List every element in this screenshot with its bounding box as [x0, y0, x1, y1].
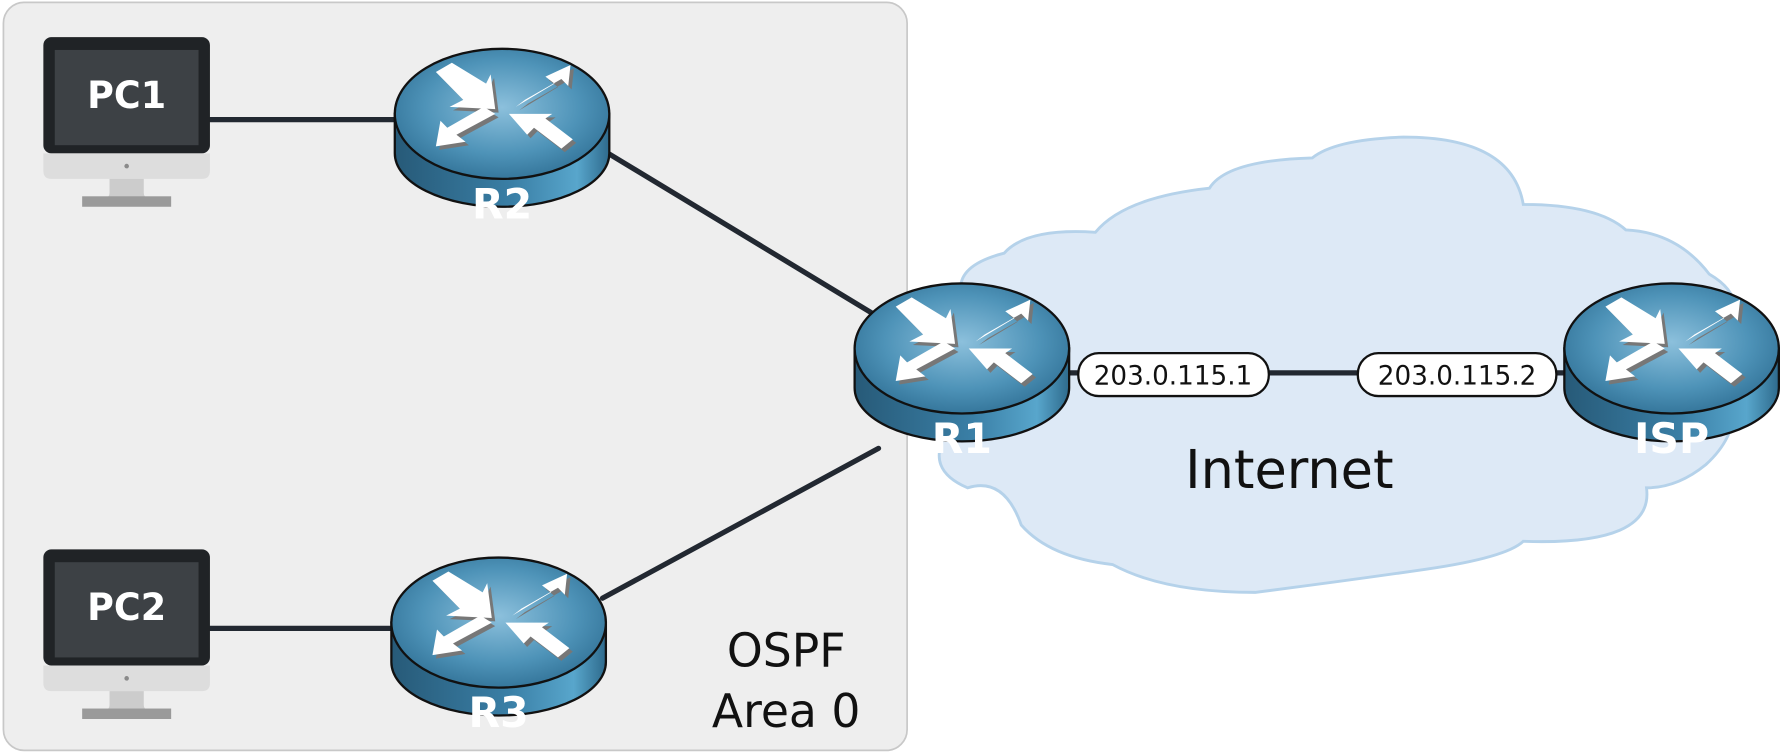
router-r2[interactable]: R2 [393, 47, 611, 229]
isp-label: ISP [1634, 415, 1709, 463]
ip-r1-text: 203.0.115.1 [1094, 360, 1253, 391]
router-r1[interactable]: R1 [853, 282, 1071, 463]
ip-label-r1: 203.0.115.1 [1077, 351, 1270, 398]
internet-label: Internet [1185, 439, 1393, 501]
link-r3-r1 [599, 445, 882, 601]
pc1-device[interactable]: PC1 [43, 37, 210, 207]
ospf-label-line1: OSPF [727, 623, 846, 677]
r2-label: R2 [472, 180, 532, 228]
router-isp[interactable]: ISP [1563, 282, 1780, 463]
router-r3[interactable]: R3 [390, 556, 608, 738]
ospf-label-line2: Area 0 [712, 684, 861, 738]
internet-cloud [937, 135, 1737, 594]
link-r2-r1 [605, 150, 882, 320]
ip-isp-text: 203.0.115.2 [1378, 360, 1537, 391]
ip-label-isp: 203.0.115.2 [1356, 351, 1558, 398]
pc1-label: PC1 [87, 74, 166, 117]
pc2-label: PC2 [87, 586, 166, 629]
r3-label: R3 [469, 689, 529, 737]
r1-label: R1 [932, 415, 992, 463]
pc2-device[interactable]: PC2 [43, 549, 210, 719]
